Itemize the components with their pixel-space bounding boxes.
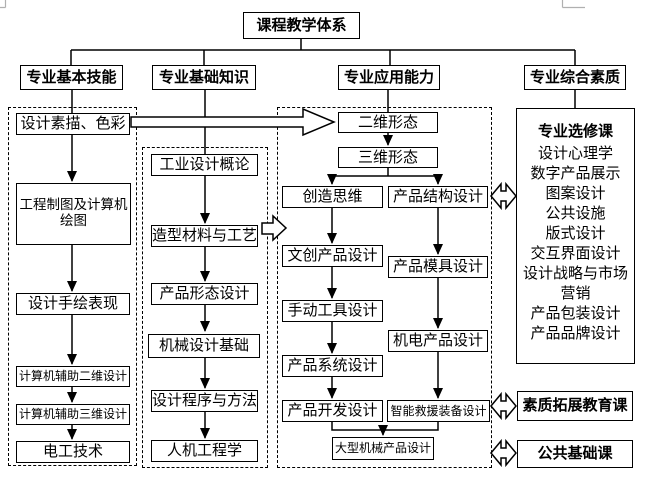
column3-flow-arrows [327,133,443,436]
course-cad-3d: 计算机辅助三维设计 [16,404,130,425]
electives-box: 专业选修课 设计心理学 数字产品展示 图案设计 公共设施 版式设计 交互界面设计… [516,108,635,364]
elective-pattern-design: 图案设计 [545,184,606,202]
elective-design-strategy-marketing: 设计战略与市场营销 [522,264,628,302]
course-product-mold-design: 产品模具设计 [388,256,488,278]
course-intelligent-rescue-equipment-design: 智能救援装备设计 [387,400,490,422]
course-2d-form: 二维形态 [338,112,438,133]
course-modeling-materials: 造型材料与工艺 [151,225,258,247]
course-cultural-product-design: 文创产品设计 [282,245,383,267]
material-to-culturalproduct-arrow [261,214,288,242]
course-ergonomics: 人机工程学 [151,440,258,462]
rescue-quality-double-arrow [490,391,517,421]
course-mechatronic-product-design: 机电产品设计 [388,330,488,352]
page-corner-marks [0,0,585,9]
header-comprehensive-quality: 专业综合素质 [524,65,626,90]
course-electrical-technology: 电工技术 [16,441,130,463]
elective-product-packaging-design: 产品包装设计 [530,304,621,322]
course-product-system-design: 产品系统设计 [282,355,383,377]
elective-public-facilities: 公共设施 [545,204,606,222]
elective-product-brand-design: 产品品牌设计 [530,324,621,342]
course-large-machinery-product-design: 大型机械产品设计 [332,437,434,460]
diagram-title: 课程教学体系 [243,12,360,39]
column3-dashed-group [277,107,492,468]
header-basic-knowledge: 专业基础知识 [152,65,256,90]
machinery-publicbasic-double-arrow [490,438,517,468]
course-design-procedure-method: 设计程序与方法 [151,390,258,412]
course-product-form-design: 产品形态设计 [151,283,258,305]
course-product-structure-design: 产品结构设计 [388,186,488,208]
course-cad-2d: 计算机辅助二维设计 [16,366,130,387]
course-creative-thinking: 创造思维 [282,186,383,208]
course-product-development-design: 产品开发设计 [282,400,383,422]
header-basic-skills: 专业基本技能 [20,65,123,90]
public-basic-course-box: 公共基础课 [517,440,633,468]
course-mechanical-design-basics: 机械设计基础 [148,334,260,358]
header-applied-ability: 专业应用能力 [338,65,440,90]
electives-title: 专业选修课 [537,122,613,140]
course-3d-form: 三维形态 [338,147,438,168]
course-industrial-design-intro: 工业设计概论 [151,154,258,176]
elective-design-psychology: 设计心理学 [537,144,613,162]
elective-layout-design: 版式设计 [545,224,606,242]
sketch-to-2dform-arrow [130,107,336,137]
course-engineering-drawing: 工程制图及计算机绘图 [16,183,131,245]
course-design-sketch-color: 设计素描、色彩 [16,113,130,135]
column1-dashed-group [8,107,137,466]
course-hand-tool-design: 手动工具设计 [282,300,383,322]
elective-interaction-interface-design: 交互界面设计 [530,244,621,262]
column2-dashed-group [142,147,268,468]
structure-electives-double-arrow [490,181,517,211]
title-tree-connector [70,39,576,154]
elective-digital-product-display: 数字产品展示 [530,164,621,182]
course-hand-drawing: 设计手绘表现 [16,293,130,315]
quality-expansion-education-box: 素质拓展教育课 [517,391,633,421]
